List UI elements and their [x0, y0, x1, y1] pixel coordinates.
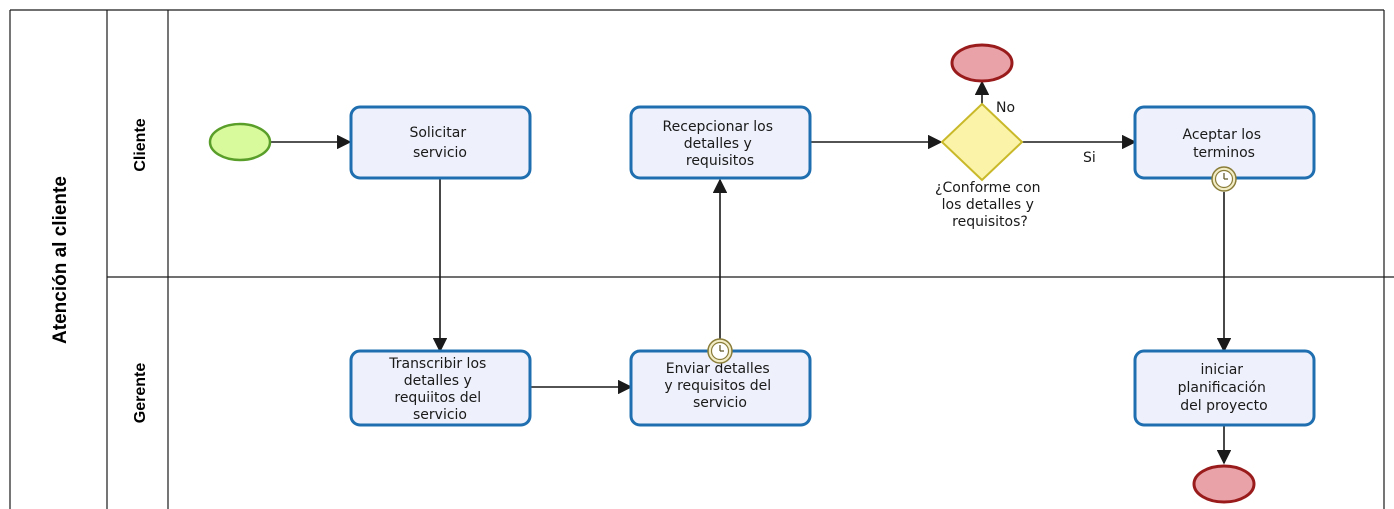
task-aceptar-line: Aceptar los: [1182, 127, 1261, 143]
task-solicitar-line: servicio: [413, 145, 467, 161]
task-iniciar-line: del proyecto: [1180, 398, 1267, 414]
task-recepcionar-line: Recepcionar los: [663, 119, 773, 135]
task-enviar-line: y requisitos del: [664, 378, 771, 394]
flow-label-no: No: [996, 100, 1015, 116]
pool: [9, 9, 1394, 509]
gateway-question-line: los detalles y: [942, 197, 1034, 213]
task-transcribir-line: requiitos del: [394, 390, 481, 406]
svg-text:Aceptar los terminos: Aceptar los terminos: [1182, 127, 1265, 161]
svg-text:Enviar detalles y requis: Enviar detalles y requisitos del servici…: [664, 361, 775, 411]
task-recepcionar-line: requisitos: [686, 153, 754, 169]
svg-text:Recepcionar los detalles: Recepcionar los detalles y requisitos: [663, 119, 778, 169]
svg-text:Solicitar servicio: Solicitar servicio: [409, 125, 470, 161]
pool-title: Atención al cliente: [50, 176, 71, 344]
gateway-question-line: ¿Conforme con: [935, 180, 1041, 196]
start-event[interactable]: [208, 122, 272, 162]
task-iniciar[interactable]: iniciar planificación del proyecto: [1133, 349, 1316, 427]
task-aceptar[interactable]: Aceptar los terminos: [1133, 105, 1316, 180]
task-solicitar[interactable]: Solicitar servicio: [349, 105, 532, 180]
lane-title-gerente: Gerente: [132, 363, 149, 424]
end-event-no[interactable]: [950, 43, 1014, 83]
svg-text:Transcribir los detalles: Transcribir los detalles y requiitos del…: [388, 356, 491, 423]
task-transcribir[interactable]: Transcribir los detalles y requiitos del…: [349, 349, 532, 427]
task-transcribir-line: servicio: [413, 407, 467, 423]
svg-text:iniciar planificación: iniciar planificación del proyecto: [1178, 362, 1271, 414]
task-iniciar-line: iniciar: [1200, 362, 1243, 378]
task-enviar-line: servicio: [693, 395, 747, 411]
task-transcribir-line: detalles y: [404, 373, 472, 389]
task-enviar-line: Enviar detalles: [666, 361, 770, 377]
task-solicitar-line: Solicitar: [409, 125, 466, 141]
task-transcribir-line: Transcribir los: [388, 356, 486, 372]
sequence-flows: [271, 80, 1232, 465]
task-iniciar-line: planificación: [1178, 380, 1266, 396]
lane-title-cliente: Cliente: [132, 118, 149, 171]
exclusive-gateway[interactable]: [940, 102, 1024, 182]
end-event[interactable]: [1192, 464, 1256, 504]
gateway-question-line: requisitos?: [952, 214, 1028, 230]
task-recepcionar[interactable]: Recepcionar los detalles y requisitos: [629, 105, 812, 180]
task-recepcionar-line: detalles y: [684, 136, 752, 152]
gateway-question: ¿Conforme con los detalles y requisitos?: [935, 180, 1045, 230]
timer-icon[interactable]: [1211, 166, 1237, 192]
timer-icon[interactable]: [707, 338, 733, 364]
flow-label-si: Si: [1083, 150, 1096, 166]
task-aceptar-line: terminos: [1193, 145, 1255, 161]
